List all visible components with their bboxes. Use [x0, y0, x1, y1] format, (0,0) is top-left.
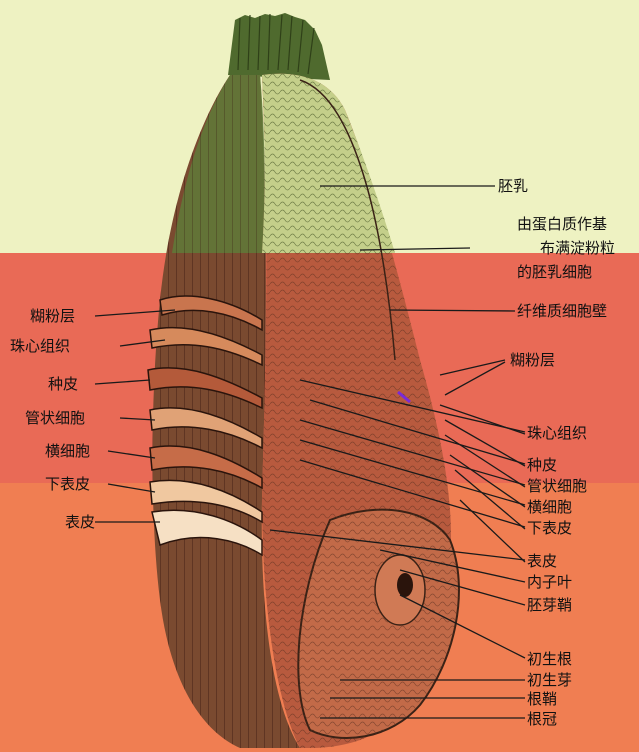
label-epidermis-left: 表皮	[65, 513, 95, 531]
label-primary-shoot: 初生芽	[527, 671, 572, 689]
label-epidermis-right: 表皮	[527, 552, 557, 570]
label-endosperm: 胚乳	[498, 177, 528, 195]
brush-tip	[228, 13, 330, 80]
label-cross-cells-right: 横细胞	[527, 498, 572, 516]
label-hypodermis-right: 下表皮	[527, 519, 572, 537]
label-primary-root: 初生根	[527, 650, 572, 668]
label-fiber-cell-wall: 纤维质细胞壁	[517, 302, 607, 320]
label-root-cap: 根冠	[527, 710, 557, 728]
label-inner-cotyledon: 内子叶	[527, 573, 572, 591]
label-starch-granules: 布满淀粉粒	[540, 239, 615, 257]
label-tube-cells-right: 管状细胞	[527, 477, 587, 495]
label-cross-cells-left: 横细胞	[45, 442, 90, 460]
label-aleurone-layer-right: 糊粉层	[510, 351, 555, 369]
label-endosperm-cells: 的胚乳细胞	[517, 263, 592, 281]
label-seed-coat-right: 种皮	[527, 456, 557, 474]
label-seed-coat-left: 种皮	[48, 375, 78, 393]
label-protein-base: 由蛋白质作基	[517, 215, 607, 233]
label-tube-cells-left: 管状细胞	[25, 409, 85, 427]
label-coleoptile: 胚芽鞘	[527, 596, 572, 614]
label-nucellus-left: 珠心组织	[10, 337, 70, 355]
label-coleorhiza: 根鞘	[527, 690, 557, 708]
label-aleurone-layer-left: 糊粉层	[30, 307, 75, 325]
label-hypodermis-left: 下表皮	[45, 475, 90, 493]
label-nucellus-right: 珠心组织	[527, 424, 587, 442]
